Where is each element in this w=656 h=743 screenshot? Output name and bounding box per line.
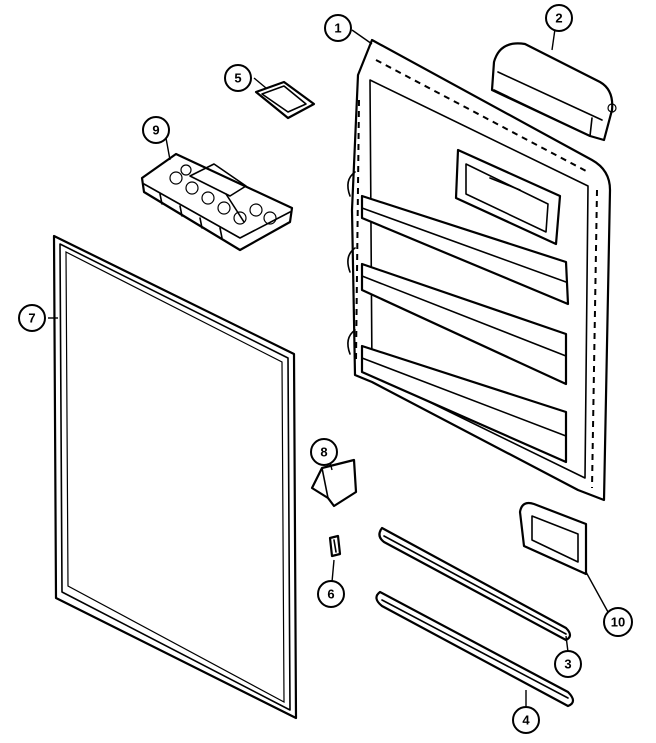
callout-6-label: 6: [327, 587, 334, 602]
dairy-door: [490, 42, 617, 142]
callout-7-label: 7: [28, 311, 35, 326]
callout-8: 8: [310, 438, 338, 466]
bracket: [310, 458, 358, 508]
small-cover: [254, 80, 316, 120]
callout-4-label: 4: [522, 713, 530, 728]
callout-10-label: 10: [611, 615, 625, 630]
callout-4: 4: [512, 706, 540, 734]
clip: [328, 534, 342, 558]
callout-3: 3: [554, 650, 582, 678]
callout-8-label: 8: [320, 445, 327, 460]
callout-2: 2: [545, 4, 573, 32]
callout-2-label: 2: [555, 11, 562, 26]
callout-10: 10: [603, 607, 633, 637]
callout-1: 1: [324, 14, 352, 42]
callout-9-label: 9: [152, 123, 159, 138]
egg-tray: [140, 152, 294, 252]
callout-7: 7: [18, 304, 46, 332]
handle-bracket: [518, 501, 588, 576]
callout-3-label: 3: [564, 657, 571, 672]
trim-strip-lower: [375, 590, 575, 708]
callout-9: 9: [142, 116, 170, 144]
leader-lines: [48, 21, 609, 708]
callout-5: 5: [224, 64, 252, 92]
callout-6: 6: [317, 580, 345, 608]
callout-5-label: 5: [234, 71, 241, 86]
callout-1-label: 1: [334, 21, 341, 36]
door-liner: [347, 38, 612, 502]
door-gasket: [52, 234, 298, 720]
